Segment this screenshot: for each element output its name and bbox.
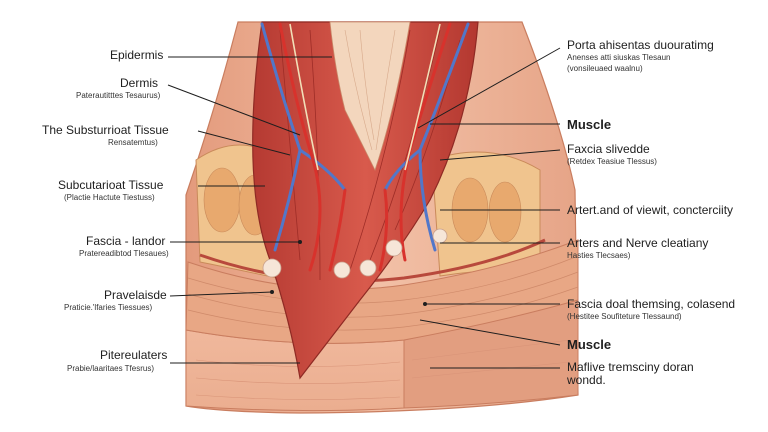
- label-dermis-sub: Paterautitttes Tesaurus): [76, 91, 161, 100]
- label-subcutarioat-sub: (Plactie Hactute Tiestuss): [64, 193, 155, 202]
- label-fascia-landor-sub: Pratereadibtod Tlesaues): [79, 249, 169, 258]
- label-pitereulaters: Pitereulaters: [100, 348, 168, 362]
- fascia-band: [199, 238, 546, 283]
- muscle-fibers: [279, 29, 461, 281]
- skin-texture: [195, 339, 571, 400]
- leader-lines-left: [167, 56, 332, 364]
- label-muscle-top: Muscle: [567, 117, 612, 132]
- leader-lines-right: [417, 47, 561, 369]
- label-fascia-doal: Fascia doal themsing, colasend: [567, 297, 736, 311]
- label-faxcia: Faxcia slivedde: [567, 142, 650, 156]
- label-pravelaisde-sub: Praticie.'lfaries Tiessues): [64, 303, 153, 312]
- label-maflive-sub: wondd.: [567, 373, 606, 387]
- label-porta-sub2: (vonsileuaed waalnu): [567, 64, 643, 73]
- label-dermis: Dermis: [120, 76, 158, 90]
- label-epidermis: Epidermis: [110, 48, 164, 62]
- label-faxcia-sub: (Retdex Teasiue Tlessus): [567, 157, 657, 166]
- label-pitereulaters-sub: Prabie/laaritaes Tfesrus): [67, 364, 154, 373]
- label-arters-nerve-sub: Hasties Tlecsaes): [567, 251, 631, 260]
- label-fascia-doal-sub: (Hestitee Soufiteture Tlessaund): [567, 312, 682, 321]
- label-fascia-landor: Fascia - landor: [86, 234, 166, 248]
- label-substurrioat-tissue: The Substurrioat Tissue: [42, 123, 169, 137]
- label-substurrioat-sub: Rensatemtus): [108, 138, 158, 147]
- veins: [260, 22, 470, 252]
- label-arters-nerve: Arters and Nerve cleatiany: [567, 236, 709, 250]
- layer-lines: [187, 255, 579, 331]
- label-muscle-bottom: Muscle: [567, 337, 612, 352]
- label-subcutarioat-tissue: Subcutarioat Tissue: [58, 178, 164, 192]
- nerves: [289, 23, 441, 171]
- label-pravelaisde: Pravelaisde: [104, 288, 167, 302]
- label-porta: Porta ahisentas duouratimg: [567, 38, 714, 52]
- label-artert: Artert.and of viewit, concterciity: [567, 203, 734, 217]
- nodules: [262, 228, 448, 279]
- label-porta-sub: Anenses atti siuskas Tlesaun: [567, 53, 671, 62]
- label-maflive: Maflive tremsciny doran: [567, 360, 694, 374]
